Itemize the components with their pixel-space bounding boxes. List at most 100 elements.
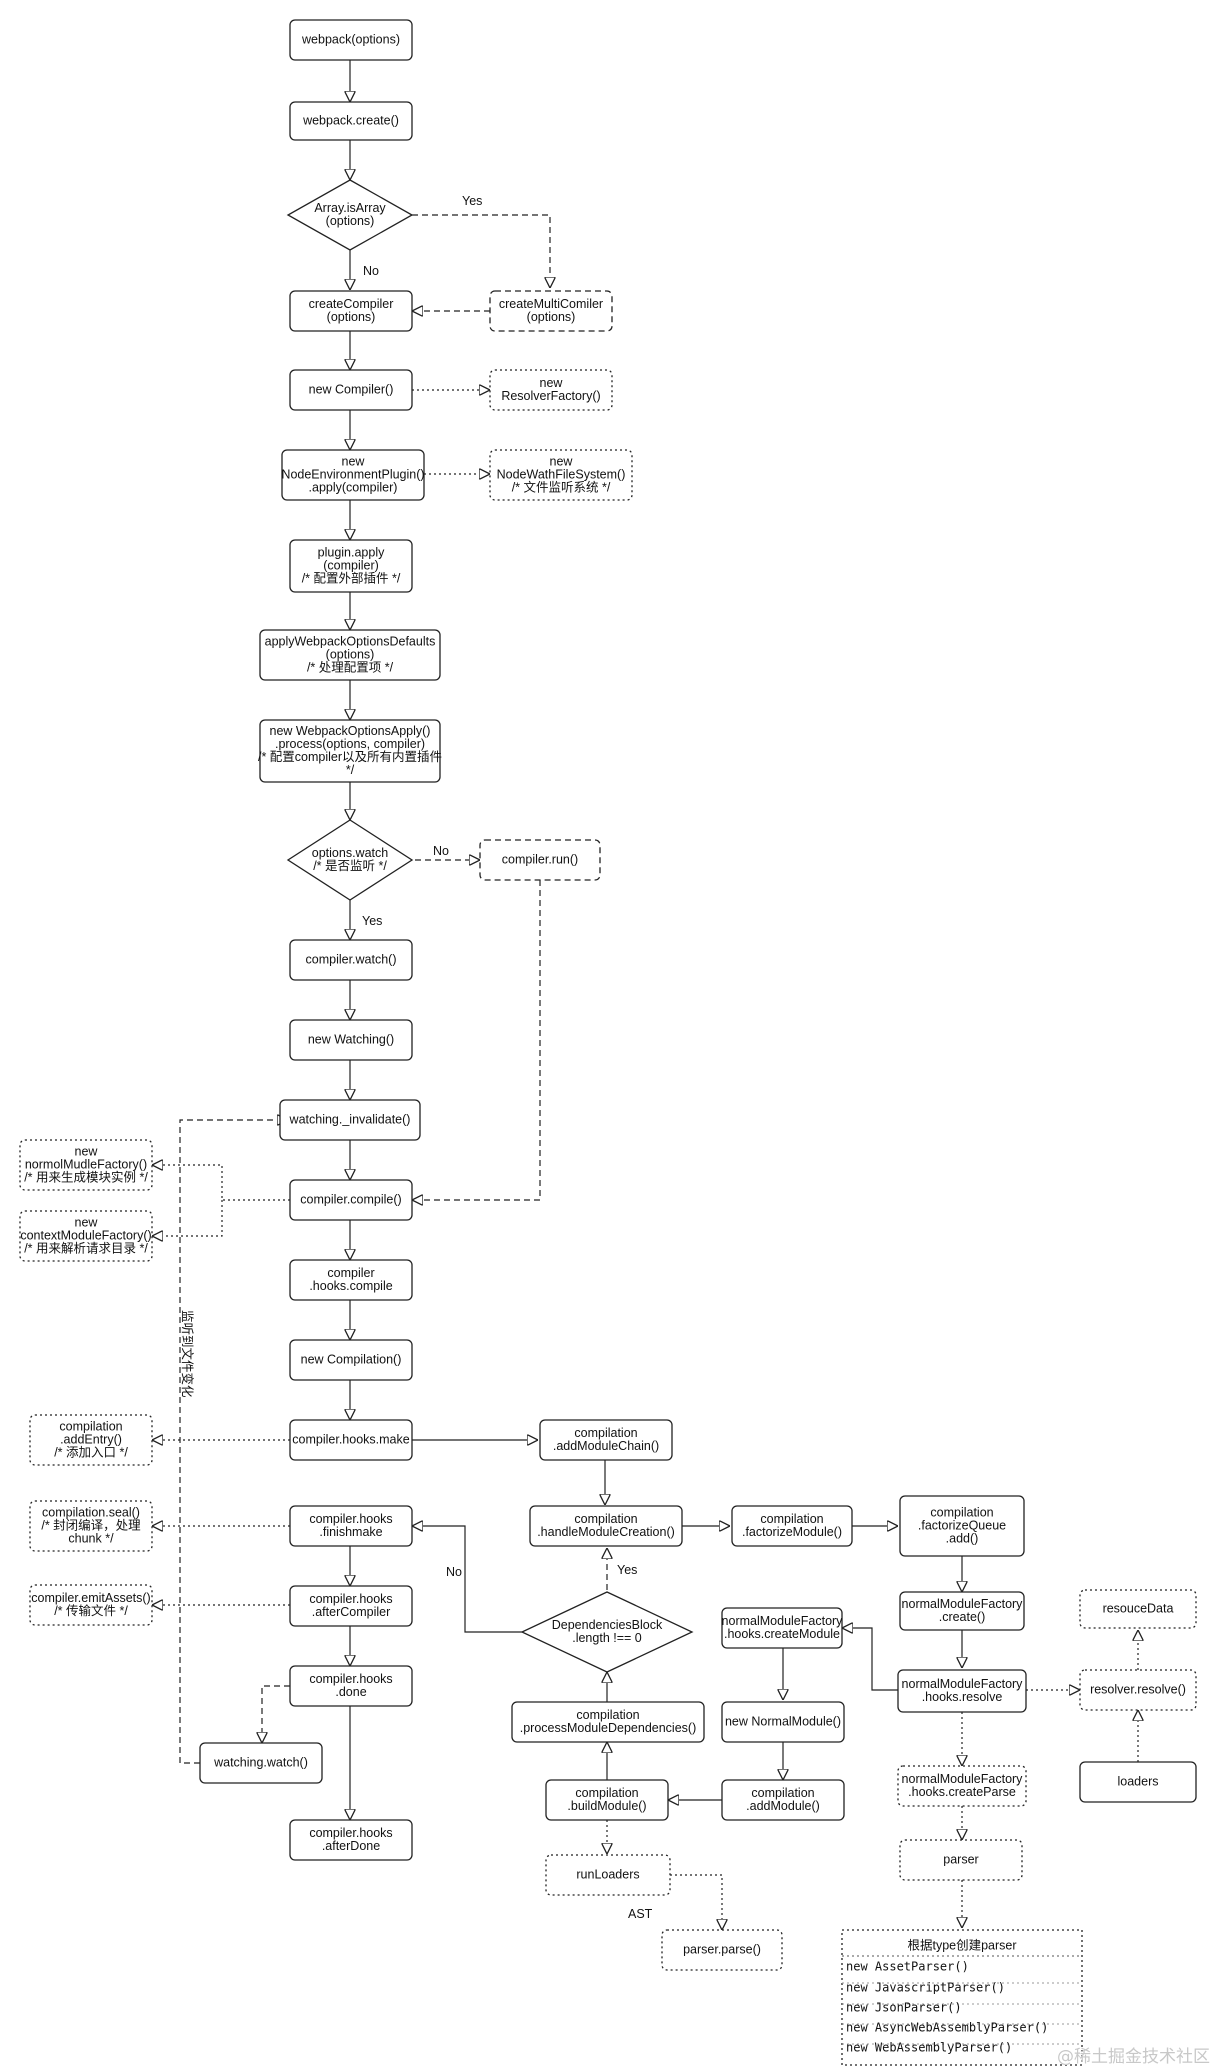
node-label: parser	[943, 1852, 978, 1866]
node-label: .factorizeQueue	[918, 1518, 1006, 1532]
node-new-watching: new Watching()	[289, 1019, 413, 1061]
node-resouce-data: resouceData	[1079, 1589, 1197, 1629]
node-run-loaders: runLoaders	[545, 1854, 671, 1896]
decision-diamond	[286, 179, 414, 251]
node-label: /* 用来生成模块实例 */	[24, 1169, 148, 1184]
node-deps-block: DependenciesBlock.length !== 0	[520, 1591, 694, 1673]
edge-runloaders-parserparse	[670, 1874, 722, 1930]
watermark: @稀土掘金技术社区	[1057, 2047, 1210, 2067]
node-label: normalModuleFactory	[722, 1614, 844, 1628]
node-parser: parser	[899, 1839, 1023, 1881]
edges	[152, 60, 1138, 1930]
process-box	[899, 1839, 1023, 1881]
node-label: contextModuleFactory()	[20, 1228, 151, 1242]
node-label: compiler.hooks	[309, 1592, 392, 1606]
process-box	[289, 1665, 413, 1707]
node-nmf-create-module: normalModuleFactory.hooks.createModule	[721, 1607, 844, 1649]
process-box	[289, 1585, 413, 1627]
parser-table-title: 根据type创建parser	[907, 1938, 1016, 1952]
node-node-env: newNodeEnvironmentPlugin().apply(compile…	[281, 449, 425, 501]
process-box	[899, 1495, 1025, 1557]
process-box	[279, 1099, 421, 1141]
process-box	[1079, 1761, 1197, 1803]
process-box	[489, 369, 613, 411]
process-box	[1079, 1589, 1197, 1629]
node-label: /* 是否监听 */	[313, 859, 387, 873]
node-label: (options)	[326, 214, 375, 228]
node-label: .buildModule()	[567, 1799, 646, 1813]
process-box	[545, 1779, 669, 1821]
process-box	[721, 1779, 845, 1821]
edge-compile-contextfactory	[152, 1200, 223, 1236]
node-label: ResolverFactory()	[501, 389, 600, 403]
node-label: /* 配置compiler以及所有内置插件	[258, 750, 442, 764]
process-box	[259, 629, 441, 681]
node-after-done: compiler.hooks.afterDone	[289, 1819, 413, 1861]
node-process-deps: compilation.processModuleDependencies()	[511, 1701, 705, 1743]
edge-run-compile	[412, 880, 541, 1200]
node-label: applyWebpackOptionsDefaults	[265, 634, 436, 648]
node-label: .hooks.createParse	[908, 1785, 1016, 1799]
node-is-array: Array.isArray(options)	[286, 179, 414, 251]
label-yes-optwatch: Yes	[362, 914, 382, 928]
process-box	[545, 1854, 671, 1896]
node-label: /* 配置外部插件 */	[302, 570, 401, 585]
node-label: normalModuleFactory	[902, 1772, 1024, 1786]
node-label: new	[75, 1215, 99, 1229]
node-label: new WebpackOptionsApply()	[270, 724, 431, 738]
node-label: compiler.watch()	[306, 952, 397, 966]
node-label: compilation	[574, 1426, 637, 1440]
node-add-module-chain: compilation.addModuleChain()	[539, 1419, 673, 1461]
edge-done-watchingwatch	[262, 1685, 290, 1743]
node-new-compiler: new Compiler()	[289, 369, 413, 411]
node-factorize-module: compilation.factorizeModule()	[731, 1505, 853, 1547]
node-label: .processModuleDependencies()	[520, 1721, 696, 1735]
label-no-depsblock: No	[446, 1565, 462, 1579]
node-loaders: loaders	[1079, 1761, 1197, 1803]
node-label: compiler.compile()	[300, 1192, 401, 1206]
process-box	[199, 1742, 323, 1784]
node-label: new Compiler()	[309, 382, 394, 396]
node-options-apply: new WebpackOptionsApply().process(option…	[258, 719, 442, 783]
node-add-module: compilation.addModule()	[721, 1779, 845, 1821]
node-label: .add()	[946, 1531, 979, 1545]
process-box	[289, 19, 413, 61]
node-label: chunk */	[68, 1531, 114, 1545]
process-box	[289, 1019, 413, 1061]
node-label: (options)	[326, 647, 375, 661]
process-box	[1079, 1669, 1197, 1711]
node-label: compiler	[327, 1266, 374, 1280]
node-label: compilation	[575, 1786, 638, 1800]
label-yes-depsblock: Yes	[617, 1563, 637, 1577]
node-build-module: compilation.buildModule()	[545, 1779, 669, 1821]
node-add-entry: compilation.addEntry()/* 添加入口 */	[29, 1414, 153, 1466]
node-label: compiler.hooks	[309, 1512, 392, 1526]
node-label: compiler.hooks.make	[292, 1432, 409, 1446]
node-label: createMultiComiler	[499, 297, 603, 311]
node-done: compiler.hooks.done	[289, 1665, 413, 1707]
node-label: parser.parse()	[683, 1942, 761, 1956]
process-box	[731, 1505, 853, 1547]
process-box	[29, 1584, 153, 1626]
edge-isarray-multi	[412, 214, 550, 288]
node-label: new	[75, 1144, 99, 1158]
node-label: options.watch	[312, 846, 388, 860]
edge-nmfresolve-createmodule	[842, 1628, 898, 1691]
node-label: DependenciesBlock	[552, 1618, 663, 1632]
label-no-isarray: No	[363, 264, 379, 278]
node-label: plugin.apply	[318, 545, 385, 559]
edge-depsblock-finishmake	[412, 1526, 522, 1633]
node-label: .afterDone	[322, 1839, 380, 1853]
node-label: .finishmake	[319, 1525, 382, 1539]
process-box	[29, 1500, 153, 1552]
process-box	[289, 1339, 413, 1381]
process-box	[289, 1819, 413, 1861]
node-label: .handleModuleCreation()	[537, 1525, 675, 1539]
node-label: new	[550, 454, 574, 468]
parser-table-row: new AsyncWebAssemblyParser()	[846, 2021, 1048, 2035]
node-label: .afterCompiler	[312, 1605, 391, 1619]
node-label: new Compilation()	[301, 1352, 402, 1366]
node-after-compiler: compiler.hooks.afterCompiler	[289, 1585, 413, 1627]
